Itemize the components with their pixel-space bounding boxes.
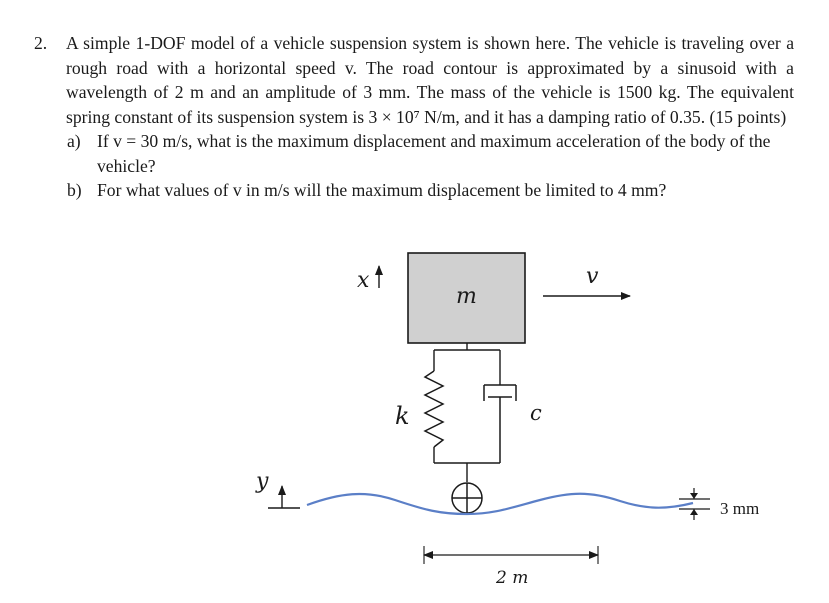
amplitude-dimension: [679, 488, 710, 520]
road-displacement-label: y: [255, 469, 269, 494]
part-a-text: If v = 30 m/s, what is the maximum displ…: [97, 131, 771, 176]
part-a: a) If v = 30 m/s, what is the maximum di…: [67, 129, 794, 178]
problem-text: A simple 1-DOF model of a vehicle suspen…: [66, 33, 794, 127]
spring: [423, 370, 445, 448]
amplitude-label: 3 mm: [720, 499, 759, 518]
mass-block: [407, 252, 526, 344]
mass-label: m: [456, 284, 477, 309]
suspension-frame: [433, 343, 501, 482]
road-profile: [306, 492, 694, 516]
part-b-label: b): [67, 180, 82, 200]
part-b-text: For what values of v in m/s will the max…: [97, 180, 667, 200]
problem-statement: 2. A simple 1-DOF model of a vehicle sus…: [34, 31, 794, 203]
problem-body: 2. A simple 1-DOF model of a vehicle sus…: [34, 31, 794, 129]
velocity-label: v: [586, 264, 599, 289]
displacement-label: x: [357, 268, 370, 293]
damper-label: c: [530, 401, 542, 425]
damper: [483, 384, 517, 463]
wheel-icon: [451, 482, 483, 514]
part-b: b) For what values of v in m/s will the …: [67, 178, 794, 203]
part-a-label: a): [67, 131, 81, 151]
problem-number: 2.: [34, 33, 48, 53]
spring-label: k: [395, 402, 410, 430]
wavelength-label: 2 m: [495, 568, 528, 588]
